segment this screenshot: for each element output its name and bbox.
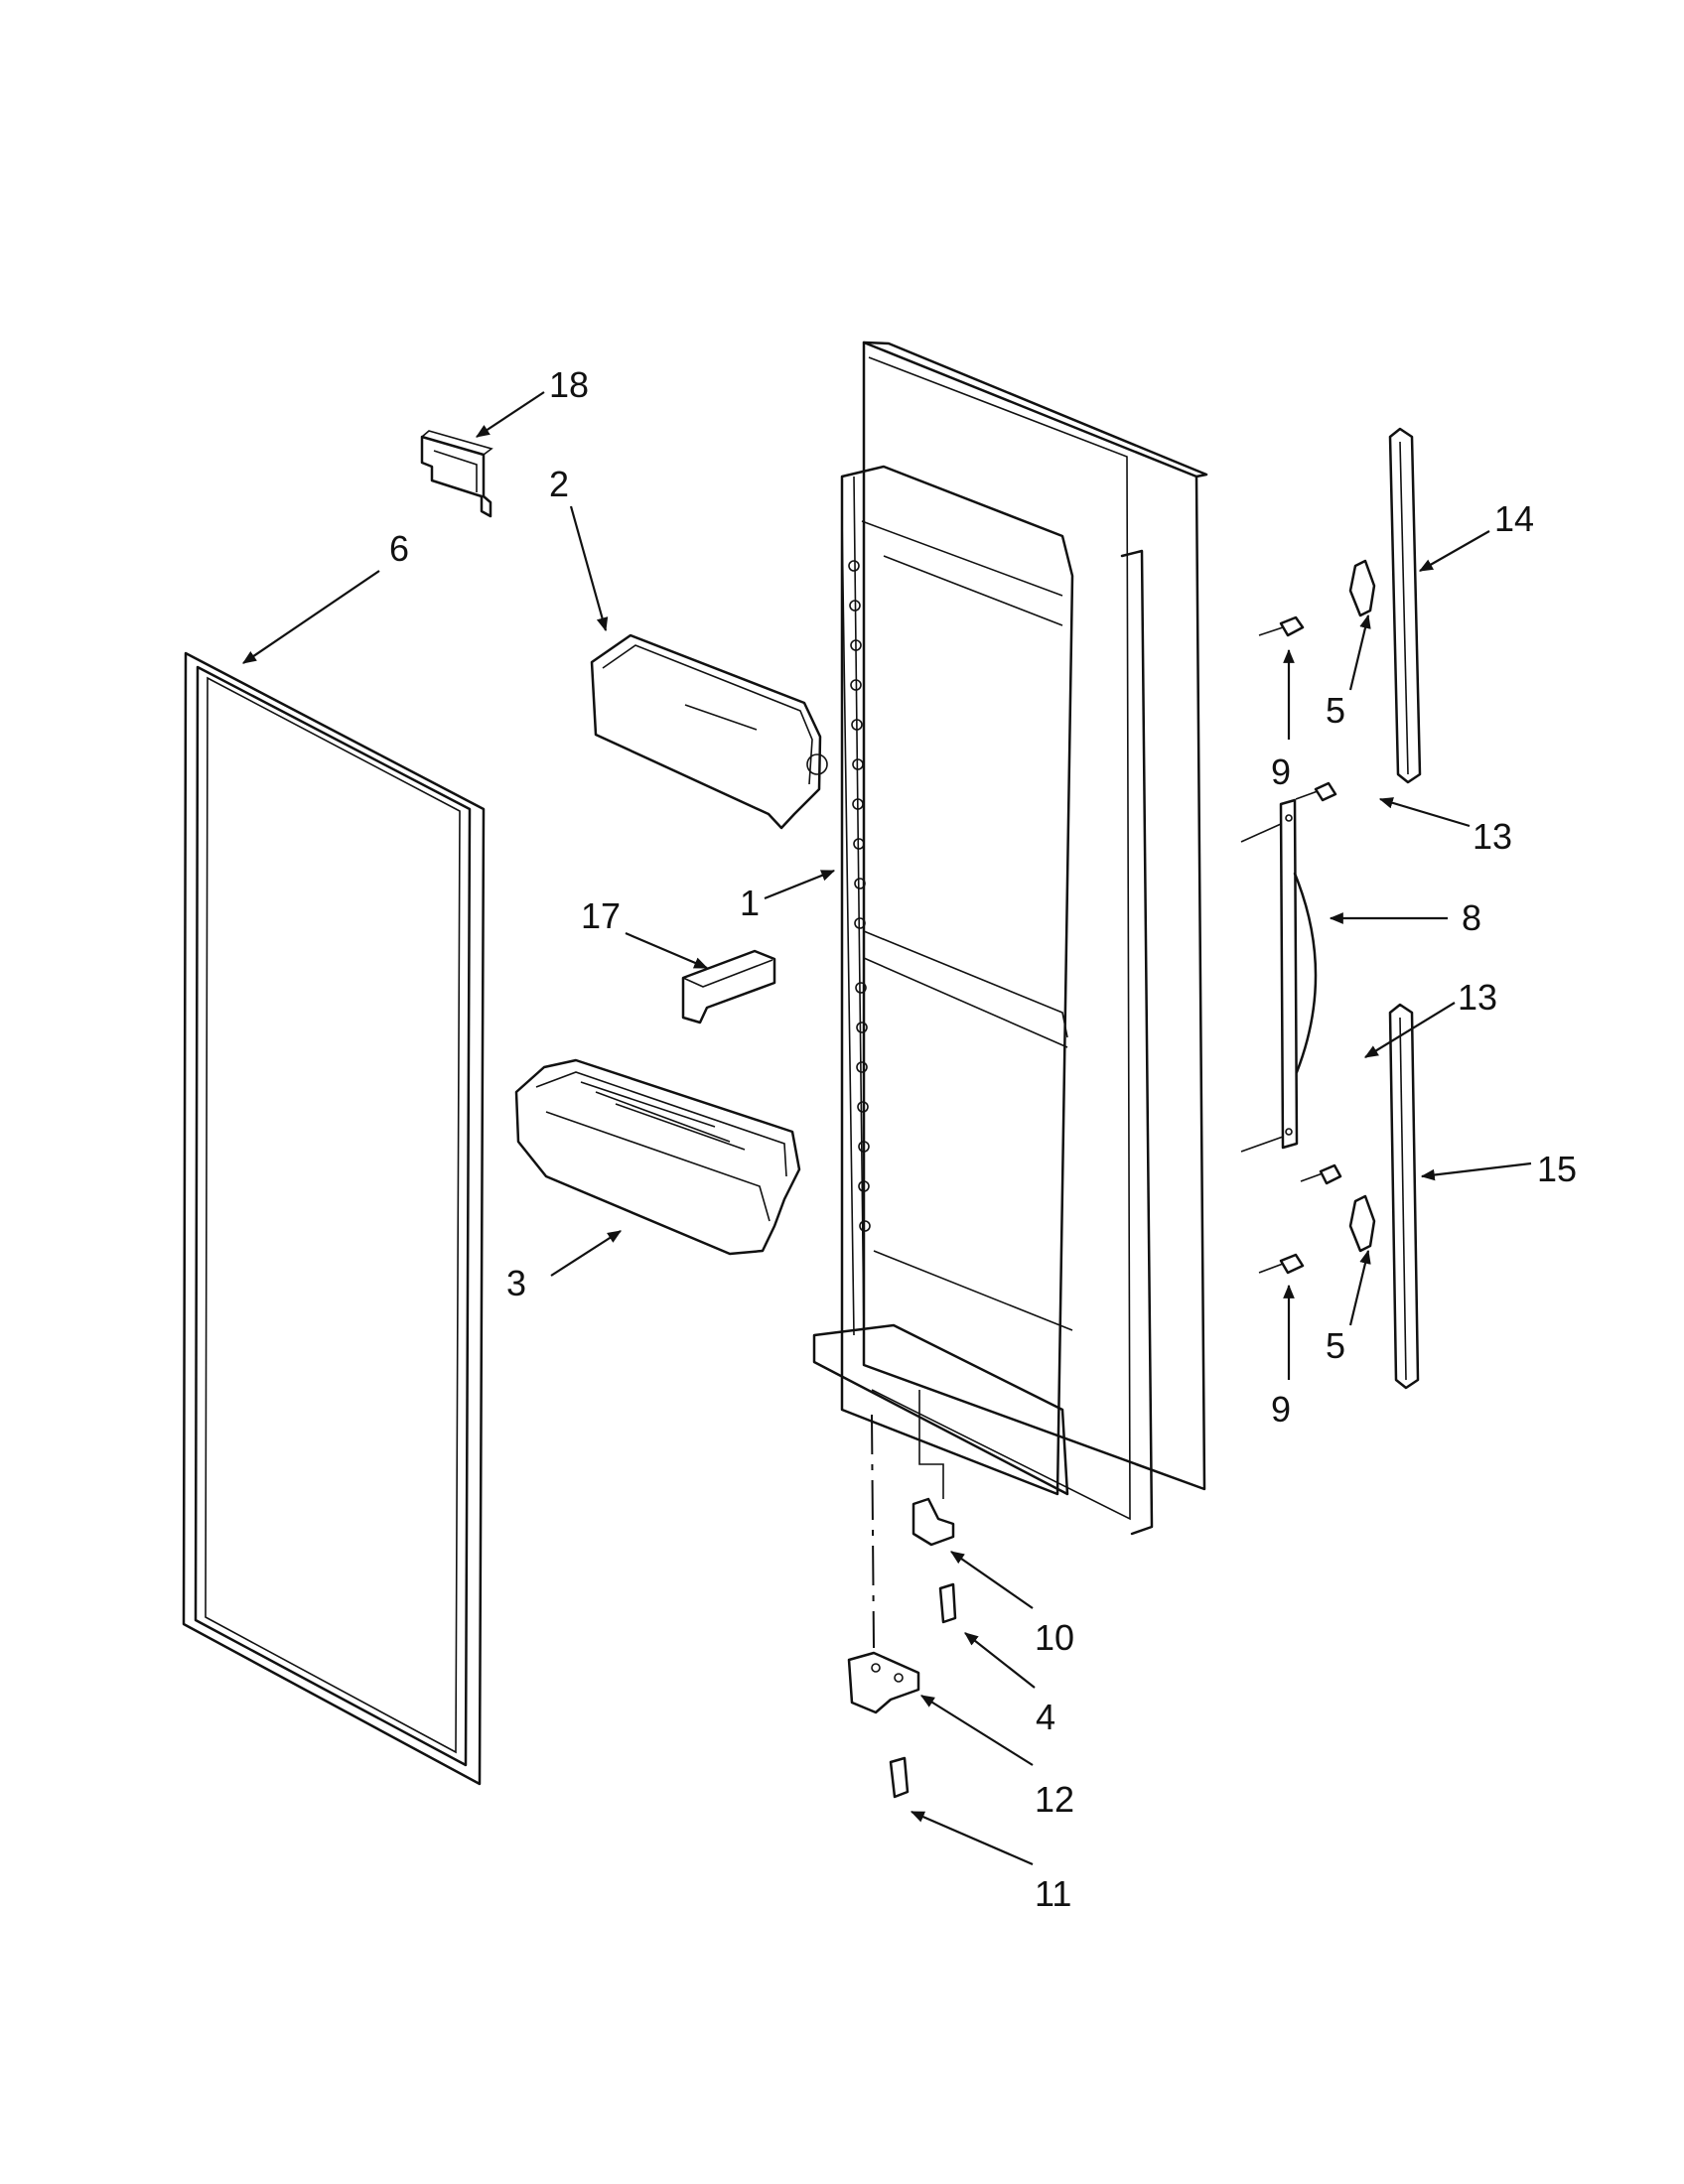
upper-handle-trim-part (1388, 427, 1422, 784)
bin-clip-part (681, 949, 776, 1024)
callout-15: 15 (1537, 1149, 1577, 1189)
clip-part (420, 430, 493, 518)
callout-labels: 18 2 6 14 5 9 13 1 17 8 13 15 3 5 9 10 4… (389, 364, 1577, 1914)
callout-4: 4 (1036, 1697, 1055, 1737)
door-shelf-cover-part (590, 633, 828, 830)
callout-3: 3 (506, 1263, 526, 1303)
door-handle-part (1240, 798, 1318, 1153)
callout-13-upper: 13 (1473, 816, 1512, 857)
callout-18: 18 (549, 364, 589, 405)
callout-10: 10 (1035, 1617, 1074, 1658)
callout-14: 14 (1494, 498, 1534, 539)
callout-8: 8 (1462, 897, 1481, 938)
door-bin-part (514, 1058, 801, 1256)
callout-2: 2 (549, 464, 569, 504)
callout-13-lower: 13 (1458, 977, 1497, 1018)
callout-9-upper: 9 (1271, 751, 1291, 792)
callout-6: 6 (389, 528, 409, 569)
callout-17: 17 (581, 895, 621, 936)
callout-5-lower: 5 (1326, 1325, 1345, 1366)
callout-11: 11 (1035, 1873, 1071, 1914)
callout-1: 1 (740, 883, 760, 923)
callout-5-upper: 5 (1326, 690, 1345, 731)
screw-parts (1258, 559, 1376, 1275)
hinge-parts (847, 1414, 957, 1799)
door-liner-part (812, 341, 1208, 1536)
door-gasket-part (182, 651, 486, 1786)
shelf-holes (848, 560, 871, 1232)
callout-12: 12 (1035, 1779, 1074, 1820)
callout-9-lower: 9 (1271, 1389, 1291, 1430)
lower-handle-trim-part (1388, 1003, 1420, 1390)
leader-arrows (242, 391, 1532, 1866)
